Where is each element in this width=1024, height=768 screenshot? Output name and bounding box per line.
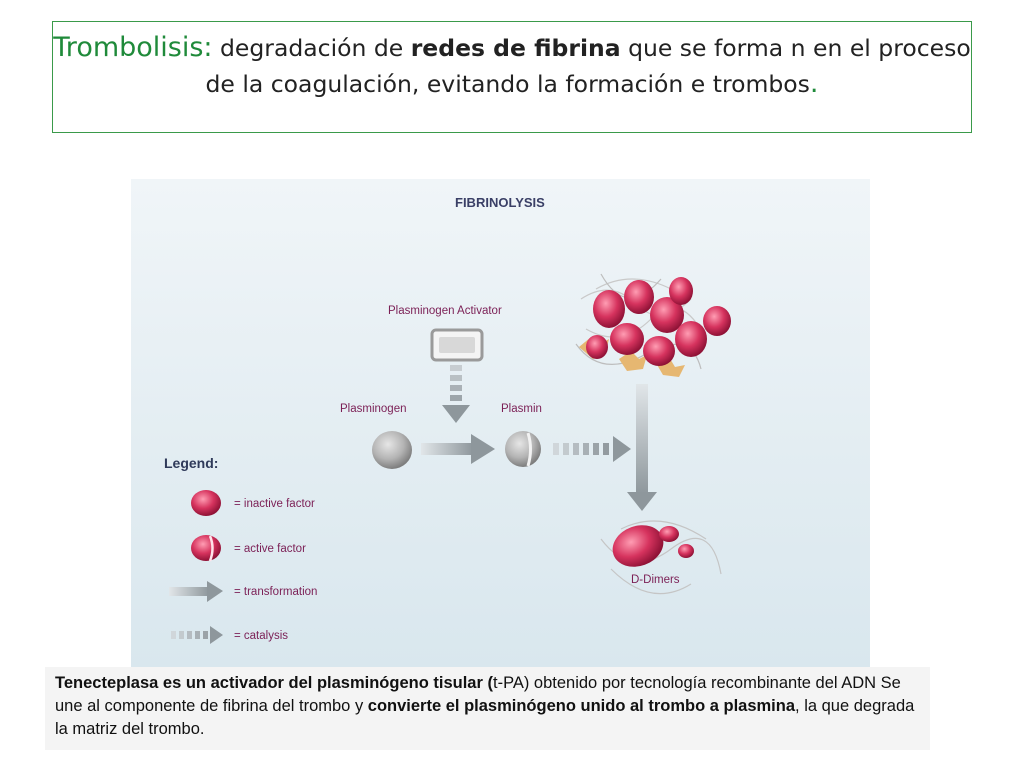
legend-item-label: = transformation — [234, 586, 317, 598]
caption-box: Tenecteplasa es un activador del plasmin… — [45, 667, 930, 750]
caption-text-1: t-PA) obtenido por tecnología recombinan… — [55, 674, 901, 715]
plasmin-active-icon — [505, 431, 541, 467]
plasminogen-activator-icon — [430, 328, 484, 362]
fibrinolysis-diagram: FIBRINOLYSIS Plasminogen Activator Plasm… — [164, 195, 731, 644]
title-box: Trombolisis: degradación de redes de fib… — [52, 21, 972, 133]
d-dimers-label: D-Dimers — [631, 574, 680, 586]
catalysis-arrow-down-icon — [442, 365, 470, 423]
catalysis-arrow-icon — [171, 626, 223, 644]
activator-label: Plasminogen Activator — [388, 305, 502, 317]
plasminogen-inactive-icon — [372, 431, 412, 469]
diagram-title: FIBRINOLYSIS — [455, 195, 545, 210]
caption-text-2: , la que degrada la matriz del trombo. — [55, 697, 915, 738]
heading-text-1: degradación de — [212, 34, 411, 62]
heading-bold-term: redes de fibrina — [410, 34, 621, 62]
transformation-arrow-down-icon — [627, 384, 657, 511]
fibrinolysis-figure: FIBRINOLYSIS Plasminogen Activator Plasm… — [131, 179, 870, 667]
active-factor-icon — [191, 535, 221, 562]
plasminogen-label: Plasminogen — [340, 403, 406, 415]
legend-item-label: = catalysis — [234, 630, 288, 642]
caption-bold-2: convierte el plasminógeno unido al tromb… — [367, 697, 796, 715]
legend-title: Legend: — [164, 455, 218, 471]
heading-text-2: que se forma n en el proceso de la coagu… — [205, 34, 971, 98]
heading-term: Trombolisis: — [53, 32, 213, 63]
legend-item-label: = active factor — [234, 543, 306, 555]
plasmin-label: Plasmin — [501, 403, 542, 415]
thrombus-clot-icon — [575, 273, 731, 377]
catalysis-arrow-right-icon — [553, 436, 631, 462]
inactive-factor-icon — [191, 490, 221, 516]
transformation-arrow-icon — [421, 434, 495, 464]
legend-item-label: = inactive factor — [234, 498, 315, 510]
transformation-arrow-icon — [169, 581, 223, 602]
d-dimers-icon — [600, 520, 722, 595]
heading-period: . — [809, 68, 819, 99]
caption-bold-1: Tenecteplasa es un activador del plasmin… — [55, 674, 493, 692]
